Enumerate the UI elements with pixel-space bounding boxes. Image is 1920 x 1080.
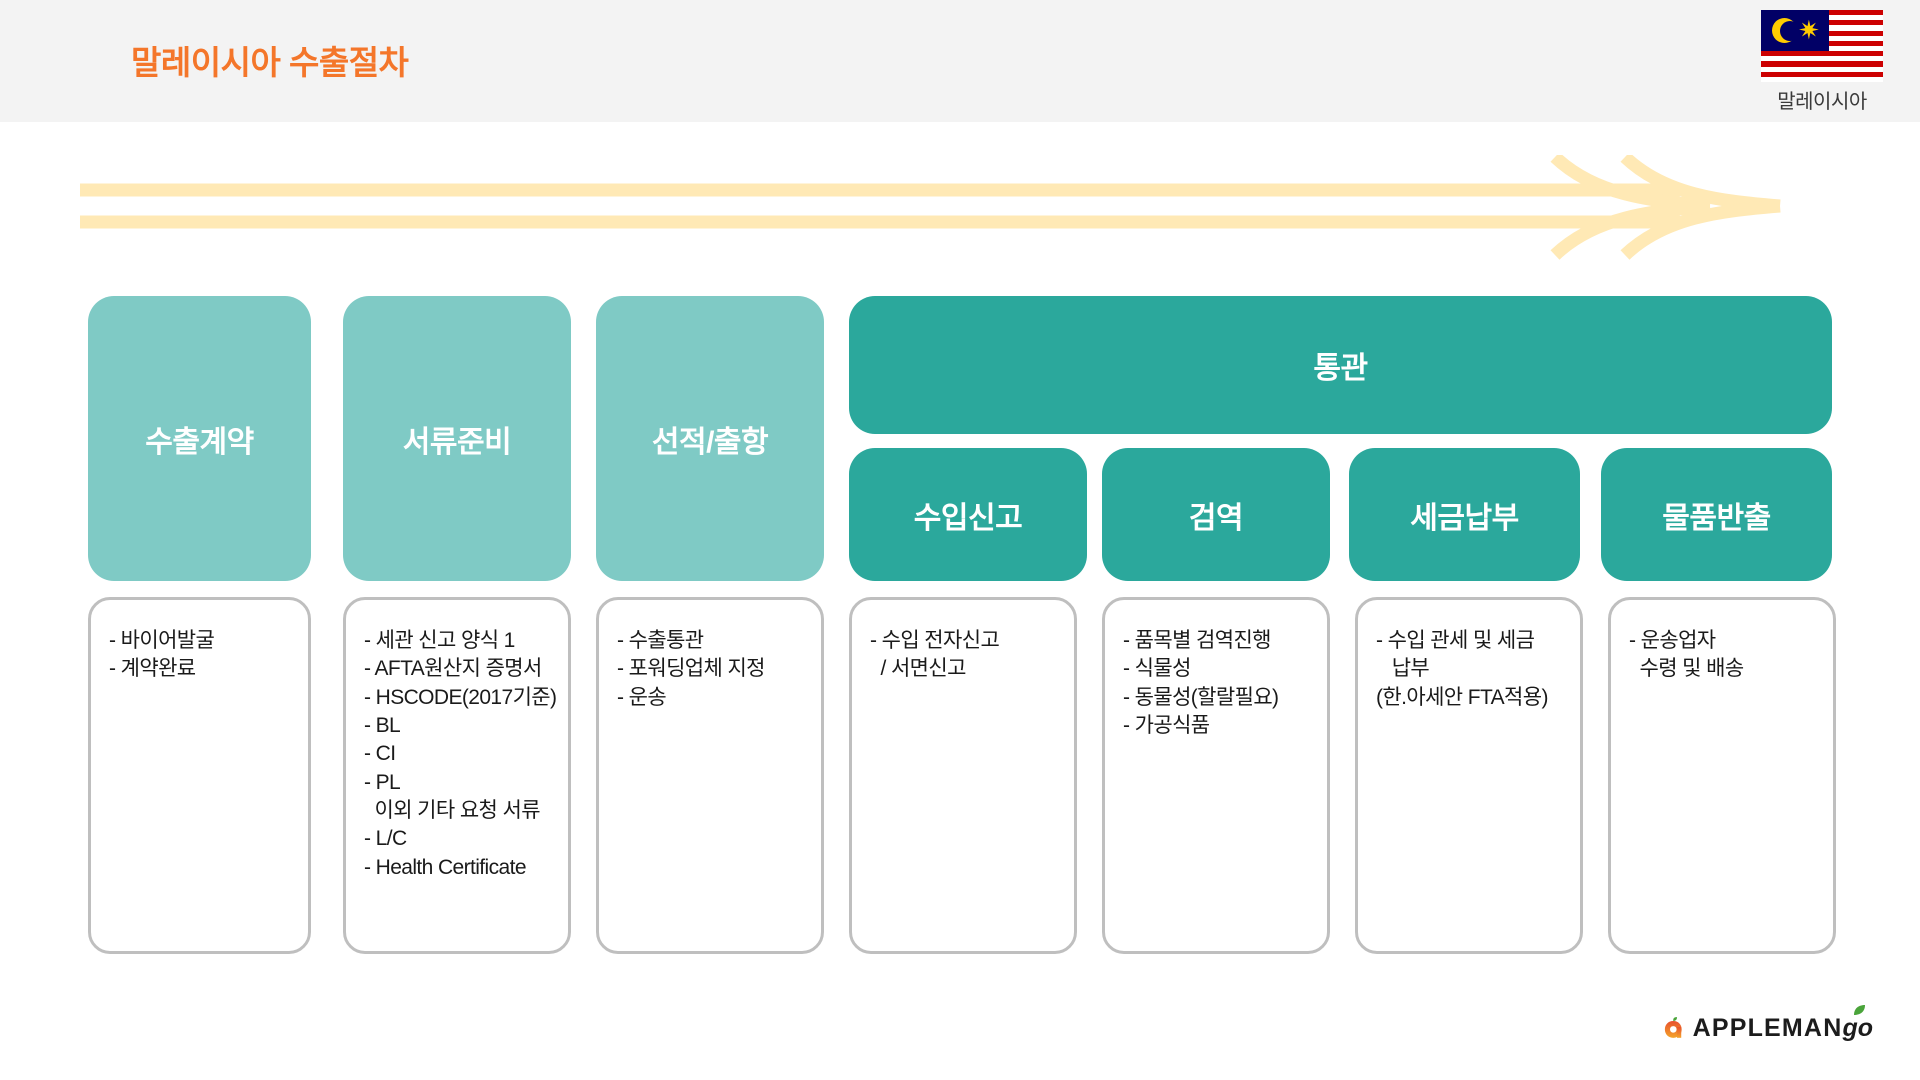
substage-label: 세금납부 (1410, 501, 1519, 535)
detail-line: - 세관 신고 양식 1 (364, 629, 515, 652)
detail-document-prep: - 세관 신고 양식 1 - AFTA원산지 증명서 - HSCODE(2017기준… (343, 597, 571, 954)
detail-line: - 포워딩업체 지정 (617, 657, 766, 681)
customs-header-label: 통관 (1313, 352, 1368, 385)
logo-text-tail: go (1842, 1013, 1873, 1042)
substage-label: 물품반출 (1662, 501, 1771, 535)
detail-line: 납부 (1376, 657, 1430, 681)
detail-line: - 운송업자 (1629, 629, 1716, 652)
detail-line: - PL (364, 770, 401, 794)
crescent-icon (1772, 18, 1800, 43)
substage-goods-release[interactable]: 물품반출 (1601, 448, 1832, 581)
stage-shipping-departure[interactable]: 선적/출항 (596, 296, 824, 581)
substage-import-declaration[interactable]: 수입신고 (849, 448, 1087, 581)
substage-tax-payment[interactable]: 세금납부 (1349, 448, 1580, 581)
star-icon: ✷ (1798, 15, 1820, 45)
detail-import-declaration: - 수입 전자신고 / 서면신고 (849, 597, 1077, 954)
detail-tax-payment: - 수입 관세 및 세금 납부 (한.아세안 FTA적용) (1355, 597, 1583, 954)
detail-export-contract: - 바이어발굴 - 계약완료 (88, 597, 311, 954)
detail-line: - HSCODE(2017기준) (364, 685, 557, 709)
logo-text-main: APPLEMAN (1692, 1013, 1843, 1042)
detail-line: - 동물성(할랄필요) (1123, 685, 1279, 709)
mango-a-icon (1664, 1017, 1682, 1038)
country-flag-block: ✷ 말레이시아 (1752, 10, 1892, 114)
detail-line: - 가공식품 (1123, 714, 1210, 738)
page-title: 말레이시아 수출절차 (131, 44, 409, 81)
detail-quarantine: - 품목별 검역진행 - 식물성 - 동물성(할랄필요) - 가공식품 (1102, 597, 1330, 954)
malaysia-flag-icon: ✷ (1761, 10, 1883, 82)
detail-goods-release: - 운송업자 수령 및 배송 (1608, 597, 1836, 954)
stage-document-prep[interactable]: 서류준비 (343, 296, 571, 581)
detail-line: 이외 기타 요청 서류 (364, 799, 540, 823)
stage-export-contract[interactable]: 수출계약 (88, 296, 311, 581)
detail-line: - 바이어발굴 (109, 629, 215, 652)
detail-line: - L/C (364, 827, 407, 851)
substage-quarantine[interactable]: 검역 (1102, 448, 1330, 581)
header-band (0, 0, 1920, 122)
stage-label: 수출계약 (145, 425, 254, 459)
detail-line: - 품목별 검역진행 (1123, 629, 1272, 652)
substage-label: 수입신고 (913, 501, 1023, 535)
detail-line: - 계약완료 (109, 657, 196, 681)
detail-line: - Health Certificate (364, 855, 527, 879)
applemango-logo[interactable]: APPLEMAN go (1663, 1002, 1873, 1054)
detail-line: - 운송 (617, 685, 667, 709)
logo-wordmark: APPLEMAN go (1692, 1004, 1873, 1043)
flag-label: 말레이시아 (1777, 91, 1867, 113)
detail-line: - CI (364, 742, 396, 766)
detail-line: - AFTA원산지 증명서 (364, 657, 542, 681)
detail-line: - 식물성 (1123, 657, 1191, 681)
detail-line: - BL (364, 714, 401, 738)
detail-line: - 수입 전자신고 (870, 629, 1000, 652)
stage-label: 서류준비 (402, 425, 512, 459)
substage-label: 검역 (1188, 501, 1244, 535)
detail-line: (한.아세안 FTA적용) (1376, 685, 1548, 709)
logo-leaf-icon (1854, 1004, 1866, 1015)
detail-shipping-departure: - 수출통관 - 포워딩업체 지정 - 운송 (596, 597, 824, 954)
stage-label: 선적/출항 (651, 425, 769, 459)
detail-line: 수령 및 배송 (1629, 657, 1744, 681)
stage-customs-header[interactable]: 통관 (849, 296, 1832, 434)
detail-line: / 서면신고 (870, 657, 966, 681)
detail-line: - 수입 관세 및 세금 (1376, 629, 1535, 652)
process-flow-arrow (80, 152, 1870, 265)
detail-line: - 수출통관 (617, 629, 704, 652)
